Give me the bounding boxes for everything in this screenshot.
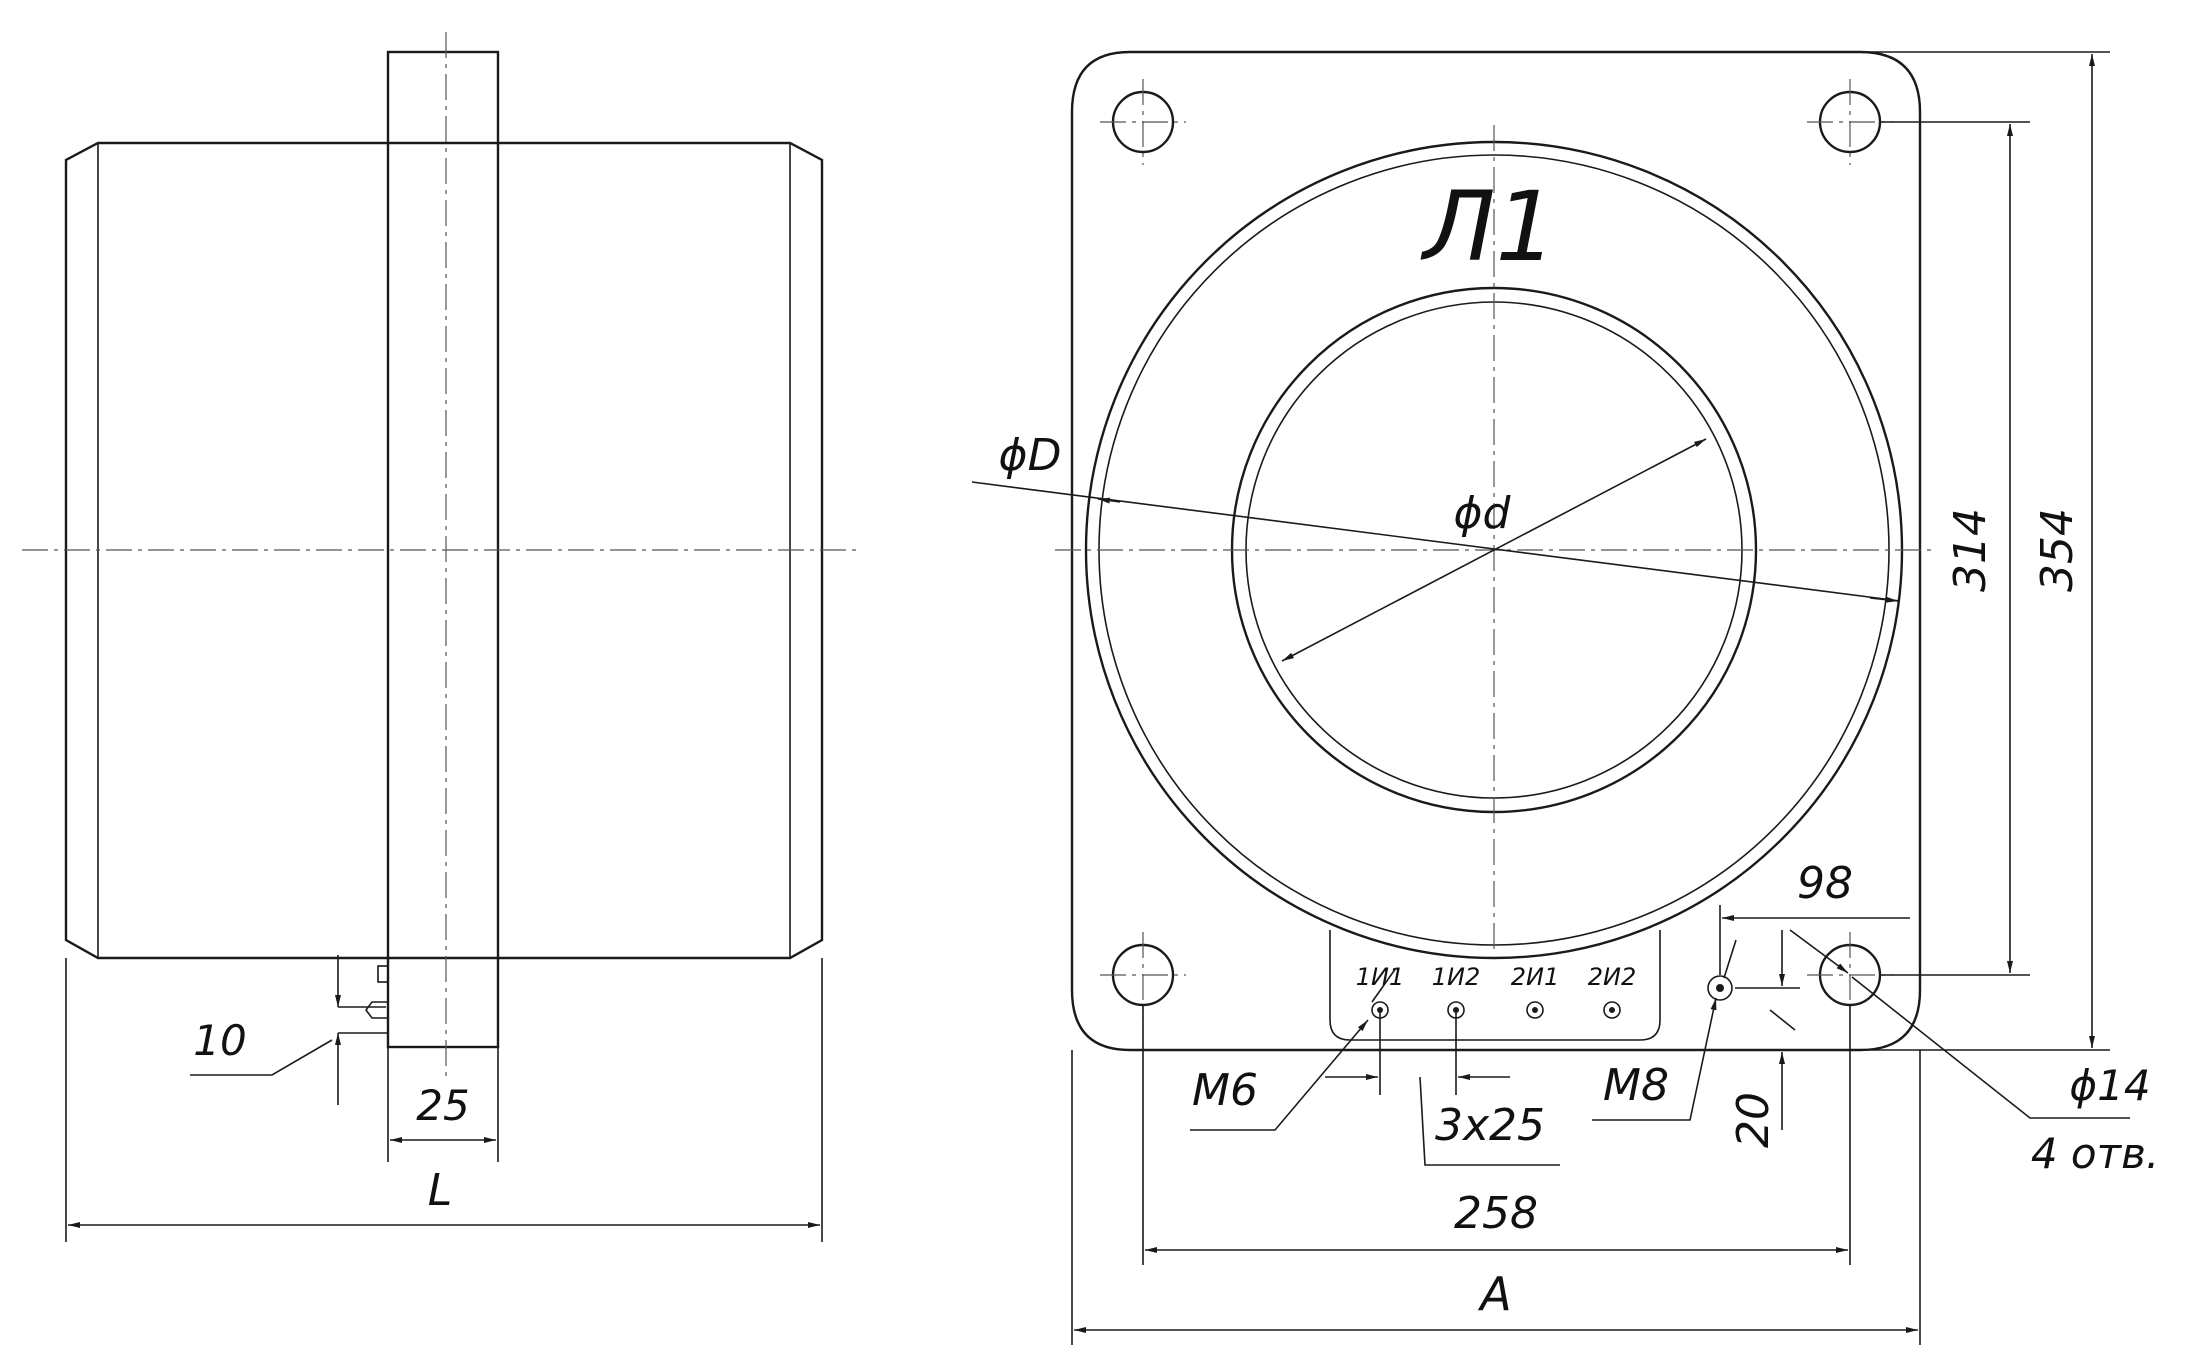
hole-count-label: 4 отв. (2031, 1129, 2159, 1178)
front-view-terminal-box (1329, 930, 1661, 1041)
hole-dim-arrow-in (1789, 929, 1849, 974)
hole-diameter-label: ϕ14 (2069, 1061, 2150, 1110)
side-view-terminal-bolt (365, 1001, 388, 1019)
dim-outer-diameter-label: ϕD (999, 430, 1062, 481)
dim-inner-diameter-label: ϕd (1454, 488, 1512, 539)
m8-label: M8 (1603, 1060, 1669, 1111)
dim-pitch-leader (1419, 1076, 1560, 1166)
dim-pitch-label: 3x25 (1435, 1100, 1545, 1151)
dim-inner-diameter-line (1281, 438, 1707, 662)
dim-20-label: 20 (1728, 1092, 1779, 1148)
dim-258-label: 258 (1454, 1188, 1538, 1239)
hole-dim-leader (1851, 976, 2130, 1119)
terminal-label-1i1: 1И1 (1356, 963, 1405, 991)
terminal-2i1: 2И1 (1511, 963, 1560, 1019)
terminal-label-2i2: 2И2 (1588, 963, 1637, 991)
terminal-2i2: 2И2 (1588, 963, 1637, 1019)
dim-outer-diameter-leader (971, 481, 1901, 602)
side-view: 10 25 L (22, 32, 862, 1242)
m6-label: M6 (1192, 1065, 1258, 1116)
m8-leader-tail (1723, 939, 1737, 979)
front-view: Л1 ϕD ϕd 314 354 1И1 1И2 (971, 50, 2159, 1345)
dim-10-label: 10 (193, 1016, 246, 1065)
hole-dim-tick (1769, 1009, 1796, 1031)
m8-leader (1592, 997, 1717, 1121)
m6-leader-tail (1371, 967, 1397, 1003)
terminal-1i2: 1И2 (1432, 963, 1481, 1019)
dim-10-leader (190, 1039, 333, 1076)
dim-outer-diameter-arrow-right (1869, 596, 1899, 603)
ground-stud (1707, 975, 1733, 1001)
dim-314-label: 314 (1945, 508, 1996, 592)
drawing-title: Л1 (1420, 171, 1556, 283)
dim-98-label: 98 (1797, 858, 1853, 909)
m6-leader (1190, 1019, 1369, 1131)
dim-25-label: 25 (416, 1081, 469, 1130)
dim-outer-diameter-arrow-left (1097, 497, 1121, 504)
dim-l-label: L (428, 1165, 453, 1216)
terminal-label-2i1: 2И1 (1511, 963, 1560, 991)
dim-a-label: A (1477, 1267, 1511, 1321)
dim-354-label: 354 (2032, 508, 2083, 592)
terminal-label-1i2: 1И2 (1432, 963, 1481, 991)
side-view-terminal-block (377, 965, 389, 983)
